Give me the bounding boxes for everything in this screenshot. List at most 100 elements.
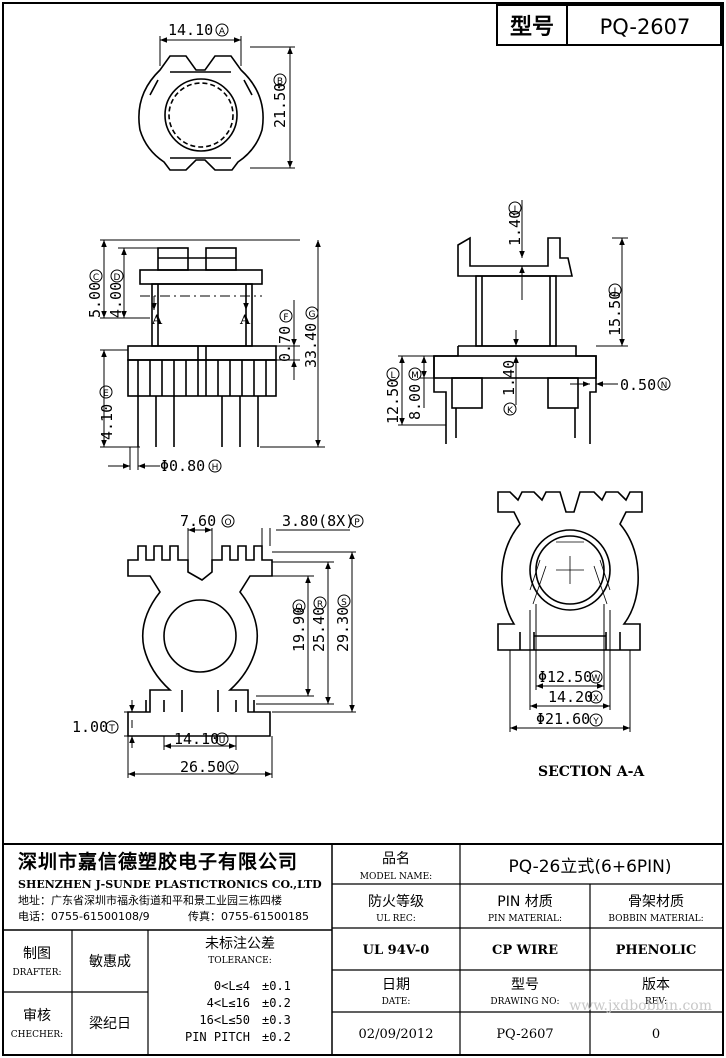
date-en: DATE: — [382, 997, 411, 1007]
rev-cn: 版本 — [642, 977, 670, 993]
header-type-box: 型号 PQ-2607 — [496, 4, 722, 46]
rev-en: REV: — [645, 997, 667, 1007]
dim-r-ref: R — [317, 600, 323, 610]
dim-i: 1.40 — [506, 210, 524, 246]
dim-o-ref: O — [224, 518, 231, 528]
section-mark-right: A — [239, 313, 251, 328]
tolerance-range-1: 0<L≤4 — [214, 979, 250, 993]
drafter-cn: 制图 — [23, 946, 51, 962]
side-view-dimensions — [398, 200, 628, 426]
drawing-no-value: PQ-2607 — [496, 1027, 553, 1042]
dim-p-ref: P — [354, 518, 360, 528]
bottom-view-dimensions — [124, 527, 356, 778]
front-view-dimensions — [100, 239, 325, 470]
bottom-view — [127, 545, 273, 737]
header-type-value: PQ-2607 — [600, 15, 691, 39]
pin-material-cn: PIN 材质 — [497, 894, 553, 910]
dim-v-ref: V — [229, 764, 236, 774]
section-view — [497, 491, 643, 651]
section-view-dimensions — [509, 604, 631, 732]
dim-v: 26.50 — [180, 758, 225, 776]
dim-q: 19.90 — [290, 607, 308, 652]
dim-k-ref: K — [507, 406, 514, 416]
drawing-no-cn: 型号 — [511, 977, 539, 993]
dim-k: 1.40 — [500, 360, 518, 396]
dim-l-ref: L — [390, 371, 395, 381]
tolerance-cn: 未标注公差 — [205, 936, 275, 952]
tolerance-value-4: ±0.2 — [262, 1030, 291, 1044]
dim-d-ref: D — [114, 273, 121, 283]
bobbin-material-cn: 骨架材质 — [628, 894, 684, 910]
checker-cn: 审核 — [23, 1008, 51, 1024]
checker-name: 梁纪日 — [89, 1016, 131, 1032]
company-phone: 电话：0755-61500108/9 — [18, 910, 150, 923]
dim-i-ref: I — [514, 205, 517, 215]
dim-r: 25.40 — [310, 607, 328, 652]
dim-y: Φ21.60 — [536, 710, 590, 728]
dim-n-ref: N — [661, 381, 668, 391]
dim-h-ref: H — [212, 463, 219, 473]
tolerance-range-4: PIN PITCH — [185, 1030, 250, 1044]
ul-value: UL 94V-0 — [363, 943, 430, 958]
dim-j: 15.50 — [606, 291, 624, 336]
company-address: 地址：广东省深圳市福永街道和平和景工业园三栋四楼 — [18, 893, 282, 907]
pin-material-en: PIN MATERIAL: — [488, 914, 562, 924]
dim-f: 0.70 — [276, 326, 294, 362]
dim-j-ref: J — [613, 287, 617, 297]
date-value: 02/09/2012 — [359, 1027, 434, 1042]
ul-rec-en: UL REC: — [376, 914, 416, 924]
tolerance-en: TOLERANCE: — [208, 956, 272, 966]
dim-a: 14.10 — [168, 21, 213, 39]
dim-y-ref: Y — [592, 717, 599, 727]
tolerance-value-3: ±0.3 — [262, 1013, 291, 1027]
dim-c-ref: C — [93, 273, 99, 283]
top-view-dimensions — [159, 36, 295, 169]
dim-g-ref: G — [309, 310, 316, 320]
dim-a-ref: A — [219, 27, 226, 37]
dim-w-ref: W — [592, 674, 601, 684]
rev-value: 0 — [652, 1027, 660, 1042]
section-view-centerline — [556, 556, 584, 584]
dim-b-ref: B — [277, 77, 283, 87]
model-name-cn: 品名 — [382, 851, 410, 867]
dim-t: 1.00 — [72, 718, 108, 736]
pin-material-value: CP WIRE — [492, 943, 558, 958]
ul-rec-cn: 防火等级 — [368, 893, 424, 910]
dim-g: 33.40 — [302, 323, 320, 368]
tolerance-value-1: ±0.1 — [262, 979, 291, 993]
dim-c: 5.00 — [86, 282, 104, 318]
dim-h: Φ0.80 — [160, 457, 205, 475]
drawing-no-en: DRAWING NO: — [490, 997, 559, 1007]
date-cn: 日期 — [382, 977, 410, 993]
dim-n: 0.50 — [620, 376, 656, 394]
header-type-label: 型号 — [510, 15, 554, 40]
dim-u-ref: U — [219, 736, 226, 746]
dim-x: 14.20 — [548, 688, 593, 706]
company-name-cn: 深圳市嘉信德塑胶电子有限公司 — [18, 850, 298, 873]
dim-u: 14.10 — [174, 730, 219, 748]
dim-d: 4.00 — [107, 282, 125, 318]
drafter-name: 敏惠成 — [89, 954, 131, 970]
company-name-en: SHENZHEN J-SUNDE PLASTICTRONICS CO.,LTD — [18, 878, 322, 891]
dim-o: 7.60 — [180, 512, 216, 530]
dim-t-ref: T — [108, 724, 115, 734]
dim-m-ref: M — [411, 371, 419, 381]
drafter-en: DRAFTER: — [12, 968, 61, 978]
checker-en: CHECHER: — [11, 1030, 63, 1040]
company-fax: 传真：0755-61500185 — [188, 909, 309, 923]
tolerance-range-2: 4<L≤16 — [207, 996, 250, 1010]
dim-m: 8.00 — [406, 384, 424, 420]
dim-p: 3.80(8X) — [282, 512, 354, 530]
section-view-hatching — [529, 541, 611, 605]
top-view — [138, 55, 264, 171]
section-title: SECTION A-A — [538, 764, 645, 780]
dim-f-ref: F — [283, 313, 288, 323]
dim-e-ref: E — [103, 389, 109, 399]
model-name-value: PQ-26立式(6+6PIN) — [509, 857, 672, 877]
dim-s: 29.30 — [334, 607, 352, 652]
dim-l: 12.50 — [384, 379, 402, 424]
watermark: www.jxdbobbin.com — [569, 998, 712, 1014]
dim-q-ref: Q — [295, 603, 302, 613]
dim-x-ref: X — [593, 694, 599, 704]
